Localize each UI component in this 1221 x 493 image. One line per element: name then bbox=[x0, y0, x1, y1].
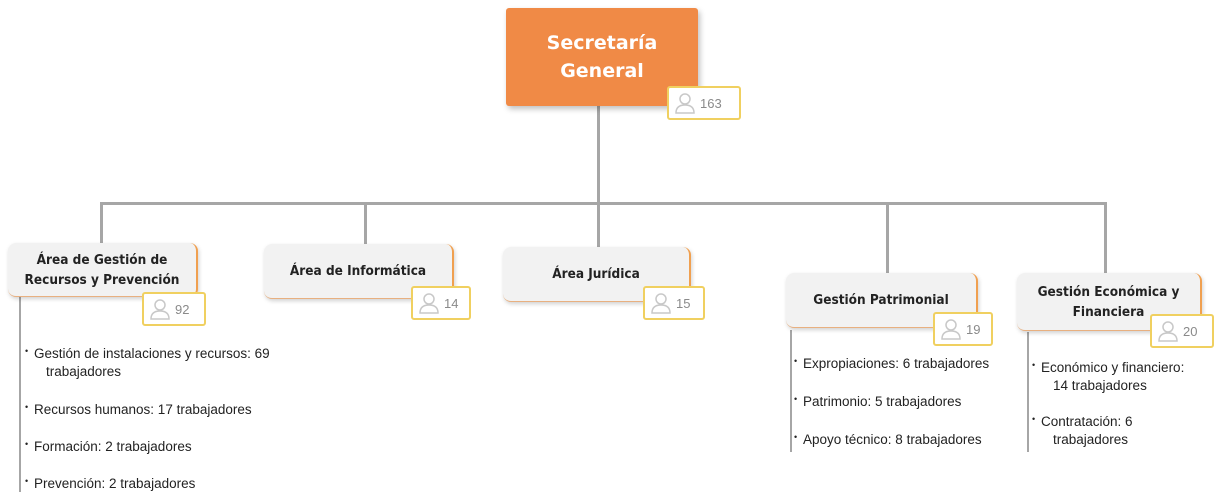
area-count-badge: 19 bbox=[933, 312, 993, 346]
area-count-badge: 92 bbox=[142, 292, 206, 326]
list-item: Económico y financiero: 14 trabajadores bbox=[1029, 356, 1214, 395]
connector-drop-1 bbox=[100, 202, 103, 244]
area-node-gestion-economica[interactable]: Gestión Económica y Financiera bbox=[1017, 273, 1202, 331]
list-item: Patrimonio: 5 trabajadores bbox=[791, 390, 1027, 411]
connector-drop-5 bbox=[1104, 202, 1107, 274]
person-icon bbox=[675, 93, 695, 114]
item-text: Expropiaciones: 6 trabajadores bbox=[803, 356, 990, 371]
root-count-badge: 163 bbox=[667, 86, 741, 120]
person-icon bbox=[941, 319, 961, 340]
item-text: Recursos humanos: 17 trabajadores bbox=[34, 402, 252, 417]
subtree-line-5 bbox=[1027, 332, 1029, 452]
item-text: Contratación: 6 bbox=[1041, 414, 1133, 429]
item-text: Prevención: 2 trabajadores bbox=[34, 476, 196, 491]
person-icon bbox=[651, 293, 671, 314]
area-count: 92 bbox=[175, 301, 190, 317]
subtree-line-4 bbox=[790, 330, 792, 452]
area-count: 20 bbox=[1183, 323, 1198, 339]
item-text: Formación: 2 trabajadores bbox=[34, 439, 192, 454]
connector-drop-2 bbox=[364, 202, 367, 244]
area-items-list: Económico y financiero: 14 trabajadores … bbox=[1029, 356, 1214, 449]
area-node-juridica[interactable]: Área Jurídica bbox=[503, 247, 691, 302]
item-text-continued: 14 trabajadores bbox=[1053, 378, 1147, 393]
area-count: 15 bbox=[676, 295, 691, 311]
subtree-line-1 bbox=[19, 294, 21, 492]
root-node[interactable]: Secretaría General bbox=[506, 8, 698, 106]
connector-root-vertical bbox=[597, 106, 600, 204]
area-count: 14 bbox=[444, 295, 459, 311]
connector-drop-3 bbox=[597, 202, 600, 248]
connector-drop-4 bbox=[886, 202, 889, 274]
connector-horizontal bbox=[100, 202, 1107, 205]
root-title: Secretaría General bbox=[546, 32, 658, 82]
list-item: Apoyo técnico: 8 trabajadores bbox=[791, 428, 1027, 449]
area-items-list: Gestión de instalaciones y recursos: 69 … bbox=[22, 342, 352, 493]
list-item: Expropiaciones: 6 trabajadores bbox=[791, 352, 1027, 373]
item-text: Económico y financiero: bbox=[1041, 360, 1185, 375]
person-icon bbox=[419, 293, 439, 314]
list-item: Recursos humanos: 17 trabajadores bbox=[22, 398, 352, 419]
person-icon bbox=[1158, 321, 1178, 342]
list-item: Gestión de instalaciones y recursos: 69 … bbox=[22, 342, 352, 381]
item-text: Apoyo técnico: 8 trabajadores bbox=[803, 432, 982, 447]
area-items-list: Expropiaciones: 6 trabajadores Patrimoni… bbox=[791, 352, 1027, 449]
area-title: Área de Gestión de Recursos y Prevención bbox=[24, 251, 180, 288]
area-node-gestion-recursos[interactable]: Área de Gestión de Recursos y Prevención bbox=[8, 243, 198, 297]
item-text-continued: trabajadores bbox=[46, 364, 122, 379]
area-title: Área Jurídica bbox=[552, 266, 640, 282]
item-text: Patrimonio: 5 trabajadores bbox=[803, 394, 962, 409]
item-text: Gestión de instalaciones y recursos: 69 bbox=[34, 346, 270, 361]
area-title: Gestión Patrimonial bbox=[813, 292, 949, 308]
root-count: 163 bbox=[700, 95, 722, 111]
area-title: Gestión Económica y Financiera bbox=[1037, 283, 1180, 320]
list-item: Formación: 2 trabajadores bbox=[22, 435, 352, 456]
item-text-continued: trabajadores bbox=[1053, 432, 1129, 447]
area-count-badge: 20 bbox=[1150, 314, 1214, 348]
list-item: Prevención: 2 trabajadores bbox=[22, 472, 352, 493]
person-icon bbox=[150, 299, 170, 320]
list-item: Contratación: 6 trabajadores bbox=[1029, 410, 1214, 449]
area-count-badge: 15 bbox=[643, 286, 705, 320]
area-title: Área de Informática bbox=[289, 263, 427, 279]
area-count-badge: 14 bbox=[411, 286, 471, 320]
area-count: 19 bbox=[966, 321, 981, 337]
